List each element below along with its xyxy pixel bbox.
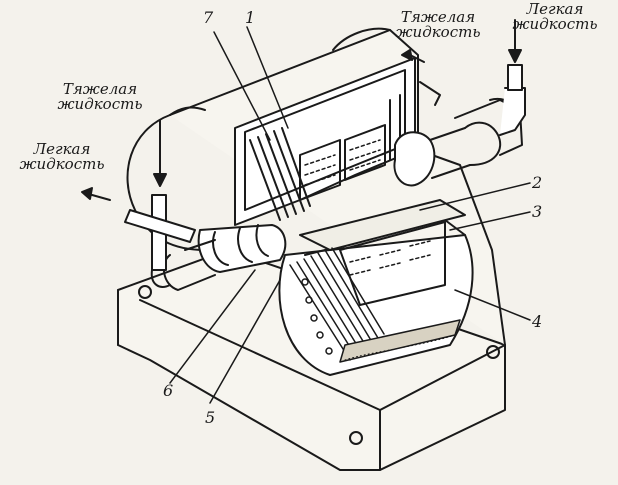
- heavy-liquid-left-wrap: Тяжелая жидкость: [45, 82, 155, 112]
- callout-1: 1: [245, 8, 256, 27]
- heavy-liquid-top-label-line1: Тяжелая жидкость: [368, 10, 508, 40]
- right-shaft: [393, 19, 526, 187]
- light-liquid-left-wrap: Легкая жидкость: [12, 142, 112, 172]
- leader-lines: [169, 26, 531, 404]
- light-liquid-left-label: Легкая жидкость: [19, 140, 105, 173]
- heavy-liquid-top-label: Тяжелая жидкость: [395, 8, 481, 41]
- callout-5: 5: [205, 408, 216, 427]
- callout-4: 4: [532, 312, 543, 331]
- callout-2: 2: [532, 173, 543, 192]
- light-liquid-top-wrap: Легкая жидкость: [505, 2, 605, 32]
- left-shaft: [81, 119, 287, 291]
- rotor-drum: [278, 199, 474, 376]
- light-liquid-top-label: Легкая жидкость: [512, 0, 598, 33]
- callout-7: 7: [203, 8, 214, 27]
- callout-6: 6: [163, 381, 174, 400]
- callout-3: 3: [532, 202, 543, 221]
- heavy-liquid-left-label: Тяжелая жидкость: [57, 80, 143, 113]
- perimeter-bolts: [301, 278, 333, 355]
